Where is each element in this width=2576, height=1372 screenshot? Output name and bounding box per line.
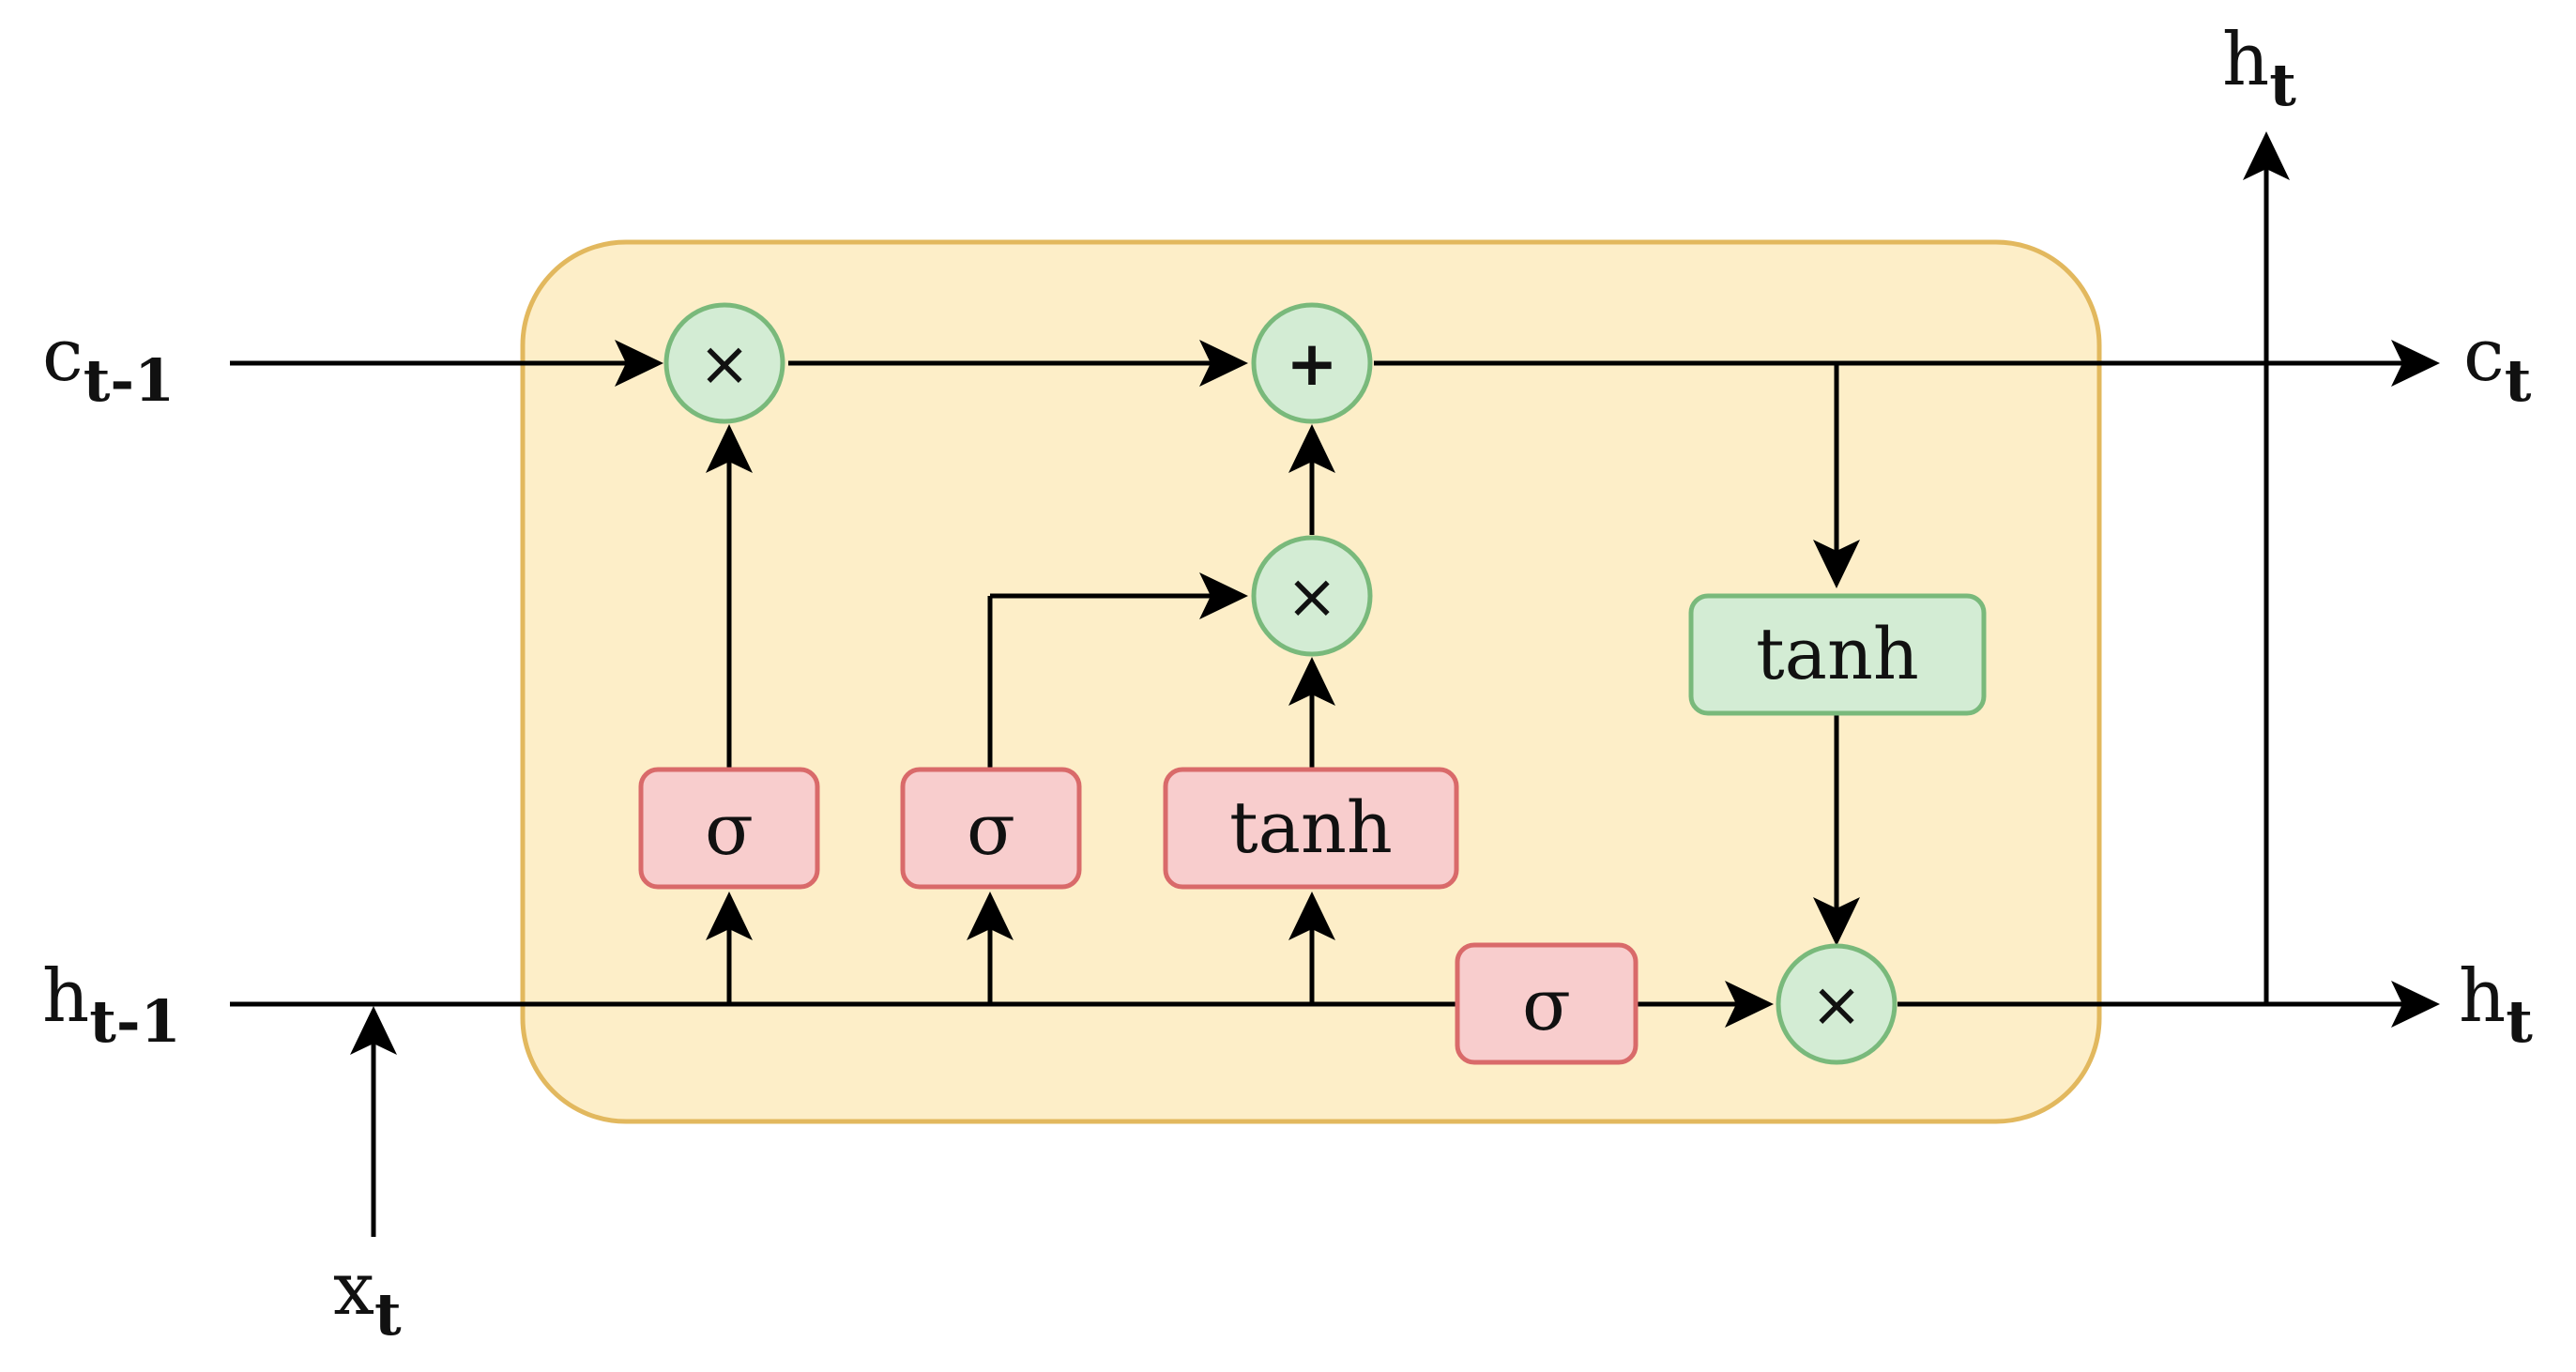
c-prev-label: ct-1 <box>42 313 175 415</box>
arrowhead <box>1288 892 1335 940</box>
arrowhead <box>350 1006 397 1055</box>
cell-tanh-label: tanh <box>1756 612 1919 695</box>
x-input-label: xt <box>333 1247 402 1349</box>
output-gate-label: σ <box>1522 963 1571 1046</box>
connections <box>230 150 2407 1237</box>
add-symbol: + <box>1286 328 1337 400</box>
candidate-tanh-gate: tanh <box>1163 767 1459 890</box>
input-gate: σ <box>900 767 1082 890</box>
arrowhead <box>1813 897 1860 946</box>
input-multiply-op: × <box>1251 535 1373 657</box>
arrowhead <box>1199 572 1248 619</box>
c-out-label: ct <box>2463 313 2532 415</box>
arrowheads <box>350 131 2440 1055</box>
output-gate: σ <box>1455 942 1639 1065</box>
arrowhead <box>706 892 753 940</box>
candidate-tanh-label: tanh <box>1229 785 1393 869</box>
arrowhead <box>967 892 1014 940</box>
arrowhead <box>1288 424 1335 473</box>
multiply-symbol: × <box>1810 968 1862 1041</box>
forget-multiply-op: × <box>663 302 785 424</box>
multiply-symbol: × <box>698 328 750 400</box>
cell-tanh-activation: tanh <box>1688 593 1987 716</box>
h-out-top-label: ht <box>2222 18 2296 119</box>
h-prev-label: ht-1 <box>42 954 181 1056</box>
arrowhead <box>2243 131 2290 180</box>
arrowhead <box>1199 340 1248 387</box>
forget-gate: σ <box>638 767 820 890</box>
input-gate-label: σ <box>967 787 1015 871</box>
arrowhead <box>1288 657 1335 706</box>
arrowhead <box>1725 981 1774 1028</box>
arrowhead <box>2391 981 2440 1028</box>
arrowhead <box>706 424 753 473</box>
add-op: + <box>1251 302 1373 424</box>
output-multiply-op: × <box>1776 943 1898 1065</box>
arrowhead <box>1813 540 1860 588</box>
forget-gate-label: σ <box>705 787 754 871</box>
arrowhead <box>615 340 663 387</box>
multiply-symbol: × <box>1286 560 1337 633</box>
h-out-right-label: ht <box>2459 954 2533 1056</box>
arrowhead <box>2391 340 2440 387</box>
